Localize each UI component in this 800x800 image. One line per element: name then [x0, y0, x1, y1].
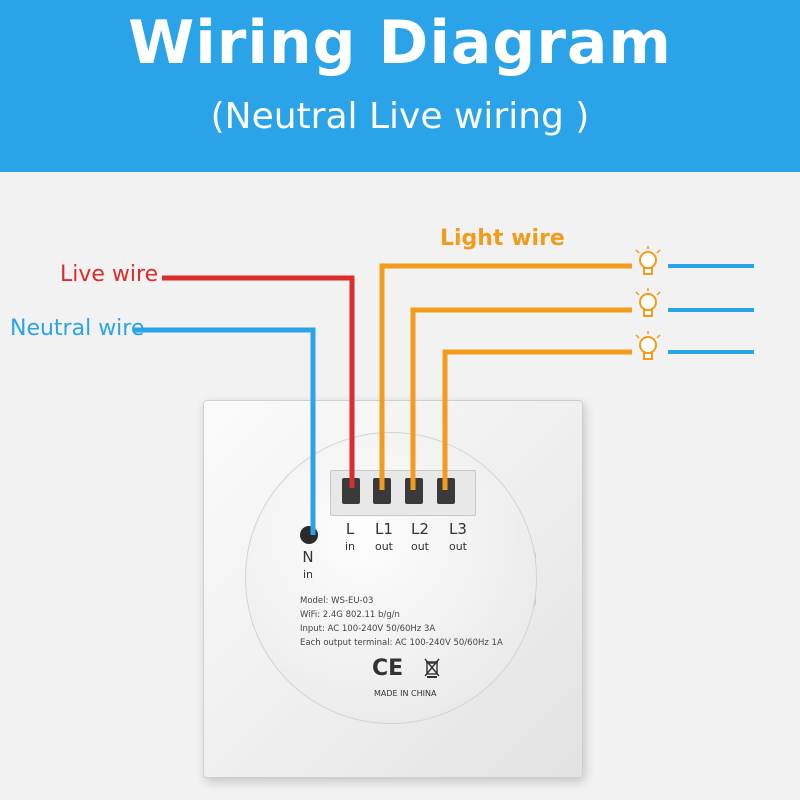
terminal-l3-sub: out [448, 540, 467, 553]
page-title: Wiring Diagram [128, 8, 672, 78]
made-in-label: MADE IN CHINA [374, 689, 437, 698]
lightbulb-icon [635, 331, 661, 360]
terminal-l2 [405, 478, 423, 504]
terminal-l-sub: in [344, 540, 356, 553]
terminal-l-label: L [345, 520, 355, 538]
lightbulb-icon [635, 288, 661, 317]
light-wire-l3 [442, 349, 632, 490]
neutral-wire [134, 327, 316, 535]
light-wire-l2 [410, 307, 632, 490]
live-wire-label: Live wire [60, 262, 159, 287]
terminal-l1 [373, 478, 391, 504]
terminal-l2-label: L2 [411, 520, 429, 538]
lightbulb-icon [635, 246, 661, 275]
terminal-l1-sub: out [374, 540, 393, 553]
terminal-l1-label: L1 [375, 520, 393, 538]
live-wire [162, 275, 355, 488]
neutral-wire-label: Neutral wire [10, 316, 145, 341]
terminal-l3 [437, 478, 455, 504]
header-banner [0, 0, 800, 172]
terminal-n-label: N [302, 548, 314, 566]
spec-model: Model: WS-EU-03 [300, 596, 374, 606]
light-wire-l1 [379, 263, 632, 490]
terminal-l3-label: L3 [449, 520, 467, 538]
light-wire-label: Light wire [440, 226, 565, 251]
terminal-l [342, 478, 360, 504]
terminal-l2-sub: out [410, 540, 429, 553]
spec-output: Each output terminal: AC 100-240V 50/60H… [300, 638, 503, 648]
ce-mark: CE [372, 656, 404, 681]
page-subtitle: (Neutral Live wiring ) [210, 96, 590, 137]
weee-bin-icon [424, 658, 440, 683]
spec-input: Input: AC 100-240V 50/60Hz 3A [300, 624, 436, 634]
terminal-n-sub: in [302, 568, 314, 581]
spec-wifi: WiFi: 2.4G 802.11 b/g/n [300, 610, 400, 620]
